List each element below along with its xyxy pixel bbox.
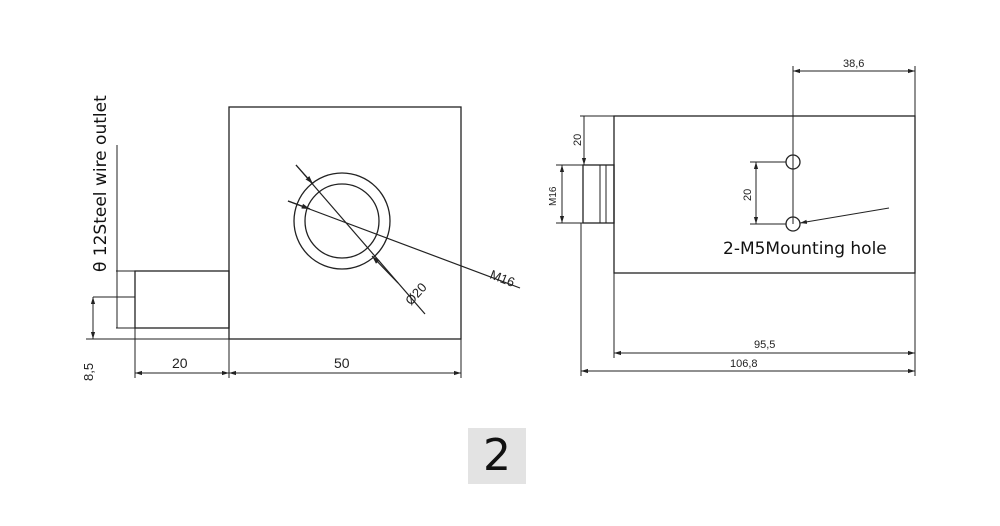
right-view (556, 66, 916, 376)
outlet-stub (134, 270, 230, 329)
dim-stub-length-label: 20 (172, 355, 188, 371)
dim-body-length-label: 95,5 (754, 339, 775, 351)
figure-number: 2 (468, 428, 526, 484)
dim-thread-side-label: M16 (548, 186, 559, 206)
dim-offset-label: 8,5 (81, 363, 96, 381)
dim-hole-spacing-label: 20 (742, 189, 754, 201)
wire-outlet-label: θ 12Steel wire outlet (91, 95, 111, 272)
mounting-hole-label: 2-M5Mounting hole (723, 239, 887, 259)
threaded-stub (582, 164, 615, 224)
left-view (86, 106, 521, 378)
body-outline (228, 106, 462, 340)
dim-bore-diameter-label: Ø20 (402, 280, 430, 308)
dim-overall-length-label: 106,8 (730, 358, 758, 370)
dim-hole-offset-label: 38,6 (843, 58, 864, 70)
bore-inner-circle (304, 183, 380, 259)
dim-thread-label: M16 (488, 267, 517, 290)
bore-outer-circle (293, 172, 391, 270)
dim-body-width-label: 50 (334, 355, 350, 371)
dim-height-label: 20 (572, 134, 584, 146)
